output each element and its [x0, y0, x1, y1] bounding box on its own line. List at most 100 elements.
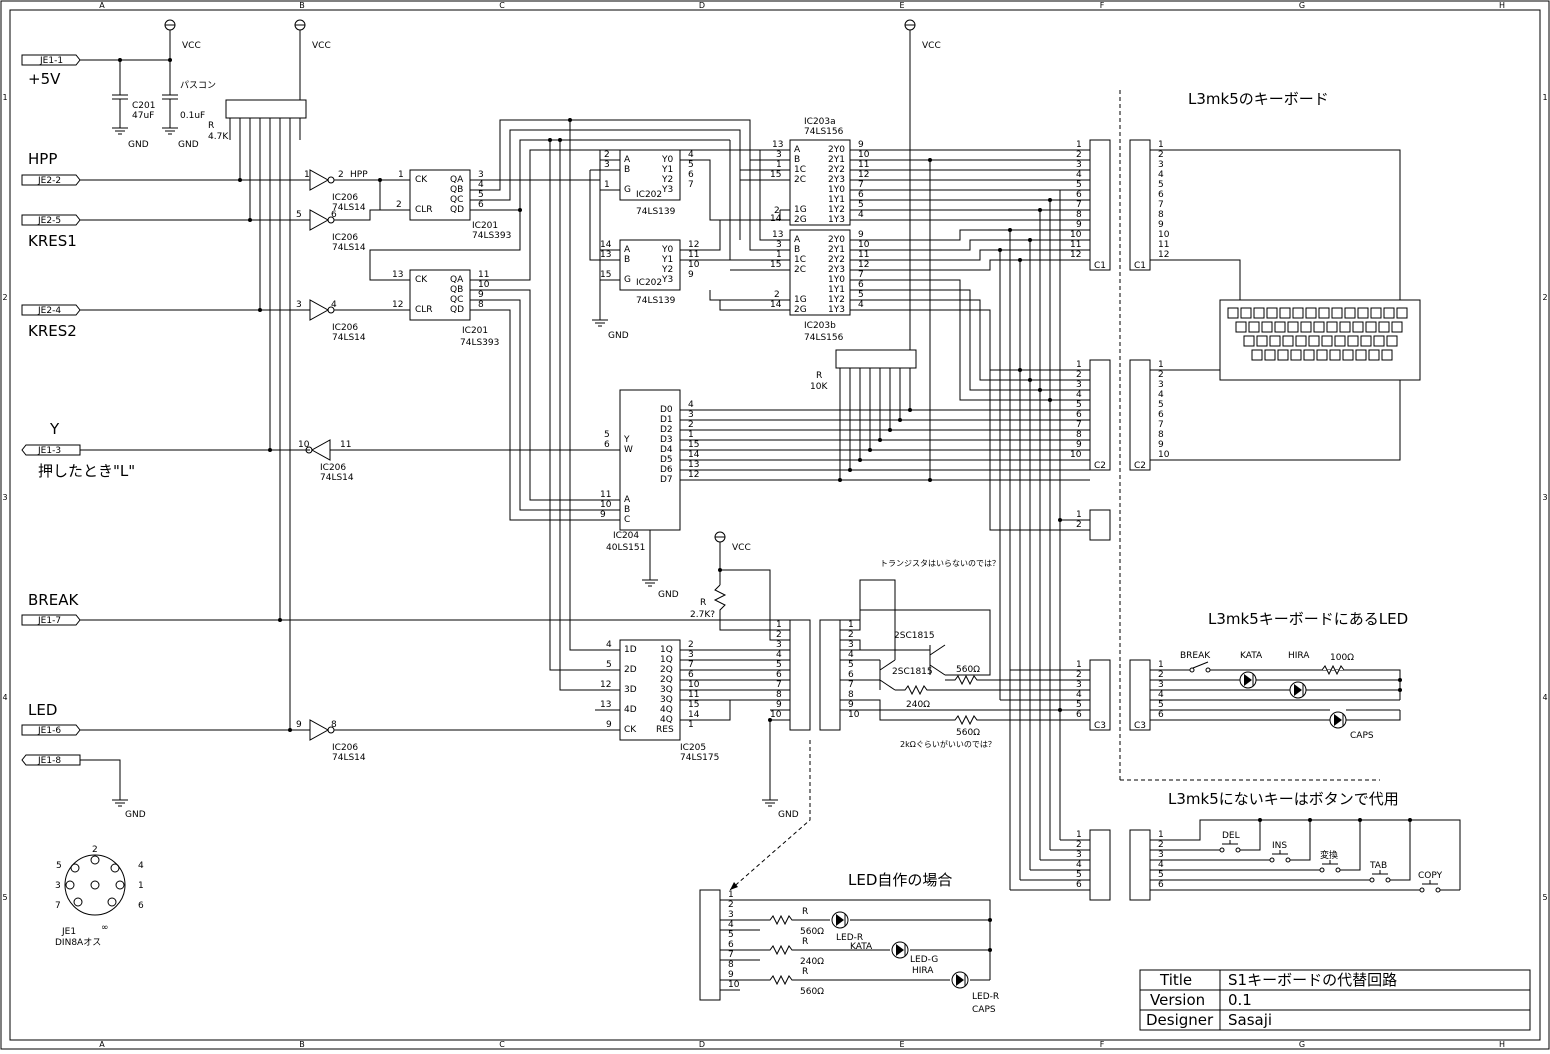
led-kata-icon: KATA	[1239, 651, 1263, 689]
keyboard-key-icon	[1329, 349, 1341, 361]
svg-text:240Ω: 240Ω	[800, 957, 824, 967]
row-label: 5	[2, 893, 7, 902]
svg-text:Y0: Y0	[661, 155, 673, 165]
svg-text:HIRA: HIRA	[1288, 651, 1310, 661]
svg-text:560Ω: 560Ω	[800, 987, 824, 997]
keyboard-key-icon	[1331, 307, 1343, 319]
svg-text:IC206: IC206	[332, 193, 358, 203]
resistor-network-10k: R 10K	[810, 349, 917, 480]
svg-text:2: 2	[1158, 670, 1164, 680]
col-label: F	[1100, 1, 1105, 10]
svg-text:9: 9	[478, 290, 484, 300]
designer-key: Designer	[1146, 1011, 1214, 1029]
svg-text:6: 6	[1158, 880, 1164, 890]
keyboard-key-icon	[1326, 321, 1338, 333]
label-led: LED	[28, 701, 57, 719]
header-2pin: 12	[989, 310, 1111, 541]
svg-text:D0: D0	[660, 405, 673, 415]
svg-text:10: 10	[858, 150, 870, 160]
connector-je1-8: JE1-8 GND	[21, 754, 146, 820]
row-label: 4	[2, 693, 7, 702]
svg-text:3: 3	[604, 160, 610, 170]
svg-text:JE1-1: JE1-1	[39, 56, 63, 66]
svg-text:8: 8	[1158, 210, 1164, 220]
resistor-pullup: R 2.7K?	[690, 569, 790, 641]
col-label: F	[1100, 1040, 1105, 1049]
svg-text:15: 15	[688, 700, 699, 710]
svg-text:3: 3	[1076, 380, 1082, 390]
svg-text:10: 10	[1158, 230, 1170, 240]
keyboard-key-icon	[1313, 321, 1325, 333]
row-label: 2	[2, 293, 7, 302]
svg-text:5: 5	[1076, 700, 1082, 710]
svg-text:TAB: TAB	[1369, 861, 1387, 871]
svg-text:11: 11	[1158, 240, 1169, 250]
svg-text:1Q: 1Q	[660, 655, 673, 665]
connector-je1-6: JE1-6	[21, 724, 310, 736]
svg-text:3: 3	[1158, 160, 1164, 170]
svg-text:4: 4	[848, 650, 854, 660]
svg-text:10: 10	[1070, 230, 1082, 240]
svg-text:COPY: COPY	[1418, 871, 1443, 881]
svg-text:4: 4	[331, 300, 337, 310]
button-title: L3mk5にないキーはボタンで代用	[1168, 790, 1399, 808]
svg-text:9: 9	[1158, 440, 1164, 450]
svg-text:7: 7	[688, 660, 694, 670]
svg-text:3: 3	[1158, 380, 1164, 390]
diy-title: LED自作の場合	[848, 871, 952, 889]
svg-text:6: 6	[728, 940, 734, 950]
svg-text:9: 9	[858, 230, 864, 240]
row-label: 1	[2, 93, 7, 102]
svg-text:BREAK: BREAK	[1180, 651, 1211, 661]
keyboard-key-icon	[1282, 335, 1294, 347]
svg-text:14: 14	[688, 710, 700, 720]
svg-text:1G: 1G	[794, 295, 807, 305]
svg-text:1Y3: 1Y3	[828, 215, 845, 225]
svg-text:2SC1815: 2SC1815	[892, 667, 933, 677]
version-value: 0.1	[1228, 991, 1252, 1009]
svg-text:G: G	[624, 275, 631, 285]
svg-text:2: 2	[1076, 370, 1082, 380]
svg-text:8: 8	[728, 960, 734, 970]
col-label: D	[699, 1040, 705, 1049]
svg-text:74LS14: 74LS14	[332, 203, 366, 213]
version-key: Version	[1150, 991, 1205, 1009]
svg-text:1: 1	[1158, 660, 1164, 670]
svg-text:12: 12	[1070, 250, 1081, 260]
svg-text:2Y2: 2Y2	[828, 165, 845, 175]
svg-text:変換: 変換	[1320, 849, 1338, 861]
keyboard-key-icon	[1266, 307, 1278, 319]
svg-text:6: 6	[688, 670, 694, 680]
frame-col-labels-top: A B C D E F G H	[99, 1, 1505, 10]
svg-text:100Ω: 100Ω	[1330, 653, 1354, 663]
svg-text:D6: D6	[660, 465, 673, 475]
button-del: DEL	[1219, 831, 1241, 853]
svg-text:1C: 1C	[794, 255, 806, 265]
svg-text:HPP: HPP	[350, 170, 368, 180]
svg-text:1: 1	[1076, 660, 1082, 670]
svg-text:JE1-8: JE1-8	[37, 756, 61, 766]
resistor-100: 100Ω	[1321, 653, 1354, 676]
svg-text:10: 10	[688, 680, 700, 690]
keyboard-key-icon	[1352, 321, 1364, 333]
label-hpp: HPP	[28, 150, 57, 168]
svg-text:4: 4	[688, 150, 694, 160]
header-c2: C2 12 34 56 78 910	[1070, 359, 1111, 471]
svg-text:QB: QB	[450, 185, 463, 195]
svg-text:4: 4	[1076, 860, 1082, 870]
svg-text:11: 11	[600, 490, 611, 500]
svg-text:Y3: Y3	[661, 185, 673, 195]
svg-text:4: 4	[728, 920, 734, 930]
frame-row-labels: 1 2 3 4 5 1 2 3 4 5	[2, 93, 1547, 902]
svg-text:3: 3	[776, 150, 782, 160]
svg-text:GND: GND	[128, 140, 149, 150]
keyboard-key-icon	[1370, 307, 1382, 319]
svg-text:2D: 2D	[624, 665, 637, 675]
